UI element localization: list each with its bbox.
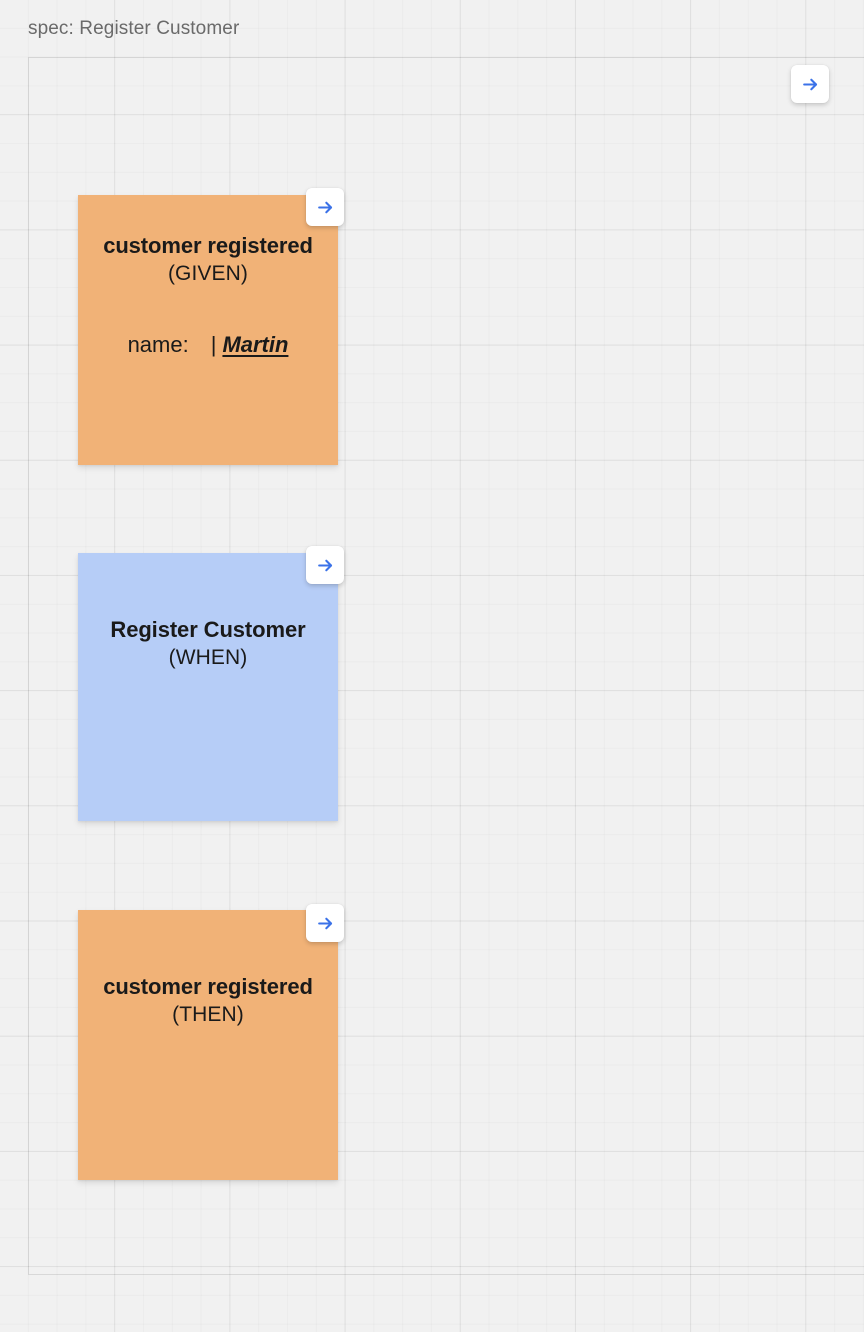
card-then-title: customer registered [103, 974, 313, 999]
field-row-name[interactable]: name: | Martin [94, 332, 322, 358]
arrow-right-icon [801, 75, 820, 94]
card-when-kind: (WHEN) [168, 646, 248, 670]
card-given[interactable]: customer registered (GIVEN) name: | Mart… [78, 195, 338, 465]
arrow-right-icon [316, 198, 335, 217]
page-title: spec: Register Customer [28, 17, 240, 39]
card-when-body: Register Customer (WHEN) [78, 553, 338, 672]
card-given-arrow-button[interactable] [306, 188, 344, 226]
canvas-arrow-button[interactable] [791, 65, 829, 103]
field-value-name[interactable]: Martin [222, 332, 289, 358]
field-label-name: name: [127, 332, 189, 358]
card-given-title: customer registered [103, 233, 313, 258]
card-then-kind: (THEN) [172, 1003, 244, 1027]
card-then-arrow-button[interactable] [306, 904, 344, 942]
card-when[interactable]: Register Customer (WHEN) [78, 553, 338, 821]
card-when-arrow-button[interactable] [306, 546, 344, 584]
card-then[interactable]: customer registered (THEN) [78, 910, 338, 1180]
spec-header: spec: Register Customer [0, 0, 864, 57]
card-when-title: Register Customer [110, 617, 306, 642]
arrow-right-icon [316, 914, 335, 933]
card-then-body: customer registered (THEN) [78, 910, 338, 1029]
card-given-body: customer registered (GIVEN) [78, 195, 338, 288]
card-given-fields: name: | Martin [78, 332, 338, 358]
card-given-kind: (GIVEN) [167, 262, 249, 286]
arrow-right-icon [316, 556, 335, 575]
field-caret: | [210, 332, 217, 358]
